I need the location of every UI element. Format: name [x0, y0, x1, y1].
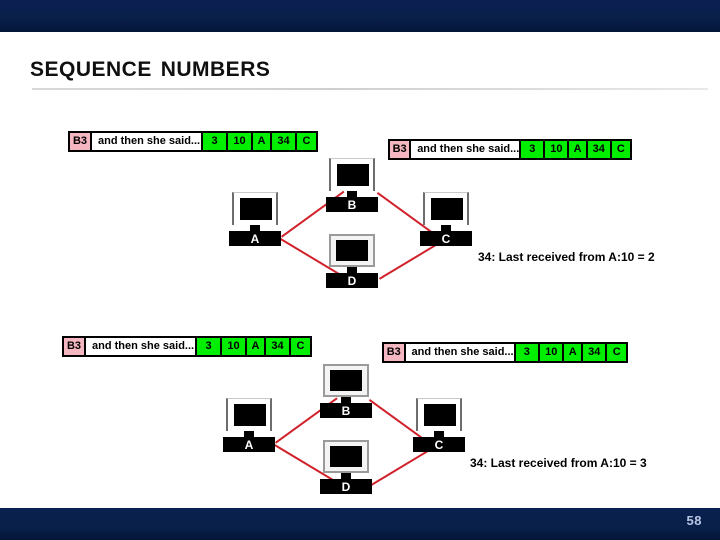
monitor-screen — [337, 164, 369, 186]
packet-address-cell: B3 — [64, 338, 86, 355]
node-label: A — [250, 231, 260, 246]
node-label: D — [341, 479, 351, 494]
packet-field-seq: 3 — [203, 133, 228, 150]
footer-bar — [0, 508, 720, 540]
node-base: B — [326, 197, 378, 212]
packet-field-window: 10 — [222, 338, 247, 355]
packet-payload-cell: and then she said... — [86, 338, 197, 355]
monitor-icon — [423, 192, 469, 225]
packet-payload-cell: and then she said... — [405, 344, 516, 361]
packet-field-ack: 34 — [583, 344, 608, 361]
packet-field-seq: 3 — [521, 141, 546, 158]
packet-field-ack: 34 — [266, 338, 291, 355]
node-label: A — [244, 437, 254, 452]
packet-field-source: A — [569, 141, 588, 158]
packet-top-left: B3 and then she said... 3 10 A 34 C — [68, 131, 318, 152]
node-base: C — [420, 231, 472, 246]
packet-field-seq: 3 — [197, 338, 222, 355]
monitor-screen — [424, 404, 456, 426]
monitor-stand — [347, 267, 357, 273]
packet-address-cell: B3 — [390, 141, 412, 158]
node-label: B — [341, 403, 351, 418]
node-b-bottom: B — [320, 364, 372, 418]
monitor-icon — [226, 398, 272, 431]
node-b-top: B — [326, 158, 378, 212]
packet-field-dest: C — [611, 141, 630, 158]
node-a-bottom: A — [223, 398, 275, 452]
packet-top-right: B3 and then she said... 3 10 A 34 C — [388, 139, 632, 160]
node-d-bottom: D — [320, 440, 372, 494]
node-c-top: C — [420, 192, 472, 246]
packet-field-source: A — [247, 338, 266, 355]
monitor-stand — [250, 225, 260, 231]
packet-field-ack: 34 — [272, 133, 297, 150]
packet-field-source: A — [253, 133, 272, 150]
node-label: B — [347, 197, 357, 212]
packet-field-source: A — [564, 344, 584, 361]
node-d-top: D — [326, 234, 378, 288]
packet-bottom-left: B3 and then she said... 3 10 A 34 C — [62, 336, 312, 357]
slide-number: 58 — [686, 513, 702, 528]
monitor-screen — [330, 370, 362, 391]
node-base: A — [223, 437, 275, 452]
monitor-icon — [323, 364, 369, 397]
title-divider — [32, 88, 708, 90]
packet-address-cell: B3 — [384, 344, 406, 361]
packet-field-window: 10 — [228, 133, 253, 150]
header-bar — [0, 0, 720, 32]
monitor-stand — [341, 397, 351, 403]
node-a-top: A — [229, 192, 281, 246]
monitor-screen — [234, 404, 266, 426]
packet-address-cell: B3 — [70, 133, 92, 150]
monitor-icon — [329, 234, 375, 267]
monitor-screen — [336, 240, 368, 261]
node-c-bottom: C — [413, 398, 465, 452]
monitor-stand — [347, 191, 357, 197]
packet-field-dest: C — [297, 133, 316, 150]
node-base: D — [320, 479, 372, 494]
monitor-icon — [323, 440, 369, 473]
page-title: Sequence Numbers — [30, 50, 271, 83]
node-label: C — [434, 437, 444, 452]
packet-field-seq: 3 — [515, 344, 541, 361]
monitor-icon — [416, 398, 462, 431]
monitor-stand — [434, 431, 444, 437]
node-base: C — [413, 437, 465, 452]
monitor-stand — [341, 473, 351, 479]
packet-payload-cell: and then she said... — [92, 133, 203, 150]
annotation-top: 34: Last received from A:10 = 2 — [478, 250, 655, 264]
monitor-icon — [232, 192, 278, 225]
monitor-screen — [330, 446, 362, 467]
monitor-stand — [244, 431, 254, 437]
node-base: B — [320, 403, 372, 418]
packet-field-dest: C — [607, 344, 626, 361]
node-base: A — [229, 231, 281, 246]
packet-field-dest: C — [291, 338, 310, 355]
node-base: D — [326, 273, 378, 288]
packet-bottom-right: B3 and then she said... 3 10 A 34 C — [382, 342, 628, 363]
monitor-icon — [329, 158, 375, 191]
packet-field-ack: 34 — [587, 141, 612, 158]
packet-payload-cell: and then she said... — [411, 141, 522, 158]
monitor-screen — [240, 198, 272, 220]
monitor-screen — [431, 198, 463, 220]
packet-field-window: 10 — [540, 344, 565, 361]
packet-field-window: 10 — [545, 141, 570, 158]
node-label: C — [441, 231, 451, 246]
node-label: D — [347, 273, 357, 288]
monitor-stand — [441, 225, 451, 231]
annotation-bottom: 34: Last received from A:10 = 3 — [470, 456, 647, 470]
